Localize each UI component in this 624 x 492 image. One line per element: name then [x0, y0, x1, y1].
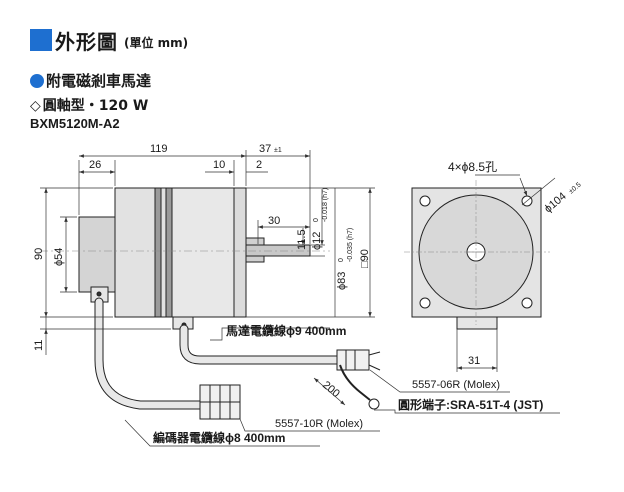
- diamond-icon: ◇: [30, 98, 41, 114]
- dim-phi12-tol-dn: -0.018 (h7): [322, 188, 329, 222]
- motor-cable-label: 馬達電纜線ϕ9 400mm: [226, 323, 346, 338]
- dim-sq90: □90: [359, 249, 371, 268]
- dim-2: 2: [256, 159, 262, 171]
- page-header: 外形圖 (單位 mm): [30, 28, 189, 54]
- section-heading: 附電磁剎車馬達: [30, 70, 151, 91]
- motor-front-view: [411, 187, 542, 330]
- page-title: 外形圖: [55, 29, 118, 54]
- dim-11-5: 11.5: [296, 229, 308, 250]
- encoder-cable-label: 編碼器電纜線ϕ8 400mm: [153, 430, 285, 445]
- dim-90: 90: [33, 248, 45, 260]
- model-number: BXM5120M-A2: [30, 116, 120, 131]
- output-shaft: [245, 244, 311, 257]
- unit-note: (單位 mm): [124, 35, 189, 50]
- body-flange-line: [165, 187, 173, 318]
- dim-31: 31: [468, 355, 480, 367]
- dim-phi12: ϕ12: [311, 232, 323, 250]
- mount-flange: [233, 187, 247, 318]
- dim-26: 26: [89, 159, 101, 171]
- body-flange-line: [154, 187, 162, 318]
- dim-phi83-tol-up: 0: [338, 258, 345, 262]
- encoder-connector: [199, 384, 241, 420]
- motor-connector-label: 5557-06R (Molex): [412, 379, 500, 391]
- motor-side-view: [78, 187, 311, 330]
- dim-phi83: ϕ83: [336, 272, 348, 290]
- dim-holes: 4×ϕ8.5孔: [448, 160, 497, 174]
- spec-line: ◇圓軸型・120 W: [30, 95, 148, 115]
- dim-37: 37: [259, 143, 271, 155]
- terminal-label: 圓形端子:SRA-51T-4 (JST): [398, 397, 543, 412]
- encoder-connector-label: 5557-10R (Molex): [275, 418, 363, 430]
- shaft-type: 圓軸型・120 W: [42, 98, 149, 114]
- dim-37-tol: ±1: [274, 147, 282, 154]
- dim-10: 10: [213, 159, 225, 171]
- dim-pcd-tol: ±0.5: [568, 181, 583, 195]
- dim-119: 119: [150, 143, 168, 155]
- dim-phi54: ϕ54: [53, 248, 65, 266]
- dim-pcd: ϕ104: [542, 190, 568, 215]
- section-title: 附電磁剎車馬達: [46, 72, 152, 90]
- round-terminal: [368, 398, 380, 410]
- dim-30: 30: [268, 215, 280, 227]
- dim-phi83-tol-dn: -0.035 (h7): [347, 228, 354, 262]
- motor-connector: [336, 349, 381, 371]
- bullet-dot-icon: [30, 73, 44, 88]
- section-marker-icon: [30, 29, 52, 51]
- dim-11: 11: [33, 340, 45, 351]
- brake-housing: [78, 216, 116, 293]
- dim-phi12-tol-up: 0: [313, 218, 320, 222]
- cables: [94, 297, 345, 410]
- dim-200: 200: [320, 379, 342, 400]
